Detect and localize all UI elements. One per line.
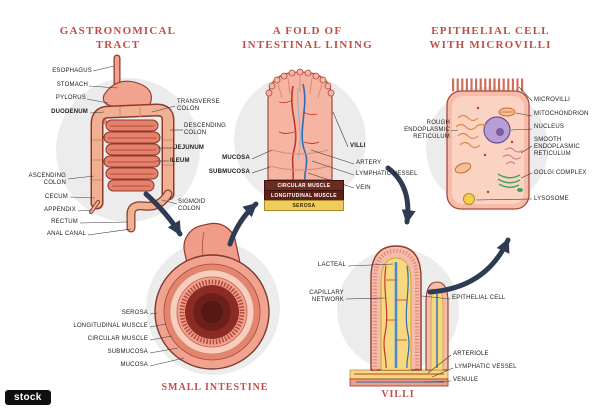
label-vein: VEIN bbox=[356, 185, 371, 191]
label-rough-er: ROUGH ENDOPLASMIC RETICULUM bbox=[404, 120, 450, 141]
label-lysosome: LYSOSOME bbox=[534, 196, 569, 202]
arrow-villi-to-cell bbox=[427, 237, 511, 295]
label-venule: VENULE bbox=[453, 377, 479, 383]
label-ascending-colon: ASCENDING COLON bbox=[28, 173, 66, 187]
epithelial-cell-illustration bbox=[446, 78, 530, 210]
intestine-leader-lines bbox=[149, 312, 185, 367]
fold-illustration bbox=[265, 68, 335, 181]
small-intestine-illustration bbox=[154, 222, 270, 370]
label-jejunum: JEJUNUM bbox=[174, 145, 205, 151]
label-anal-canal: ANAL CANAL bbox=[46, 231, 86, 237]
label-lymphatic-vessel-fold: LYMPHATIC VESSEL bbox=[356, 171, 418, 177]
label-epithelial-cell: EPITHELIAL CELL bbox=[452, 295, 506, 301]
label-mucosa-fold: MUCOSA bbox=[222, 155, 250, 161]
label-golgi-complex: GOLGI COMPLEX bbox=[534, 170, 587, 176]
fold-title-line2: INTESTINAL LINING bbox=[242, 39, 373, 52]
cell-leader-lines bbox=[450, 86, 533, 201]
label-rectum: RECTUM bbox=[51, 219, 78, 225]
flow-arrows bbox=[143, 165, 511, 295]
cell-title-line1: EPITHELIAL CELL bbox=[431, 25, 550, 37]
label-arteriole: ARTERIOLE bbox=[453, 351, 489, 357]
label-lymphatic-vessel-villi: LYMPHATIC VESSEL bbox=[455, 364, 517, 370]
label-esophagus: ESOPHAGUS bbox=[52, 68, 92, 74]
villi-illustration bbox=[349, 245, 449, 387]
label-pylorus: PYLORUS bbox=[55, 95, 86, 101]
label-serosa-intestine: SEROSA bbox=[121, 310, 148, 316]
label-submucosa-fold: SUBMUCOSA bbox=[208, 169, 250, 175]
cell-title: EPITHELIAL CELL WITH MICROVILLI bbox=[423, 24, 558, 53]
label-submucosa-intestine: SUBMUCOSA bbox=[107, 349, 148, 355]
label-longitudinal-muscle: LONGITUDINAL MUSCLE bbox=[73, 323, 148, 329]
tract-leader-lines bbox=[67, 65, 183, 236]
label-mitochondrion: MITOCHONDRION bbox=[534, 111, 589, 117]
label-smooth-er: SMOOTH ENDOPLASMIC RETICULUM bbox=[534, 137, 580, 158]
label-cecum: CECUM bbox=[45, 194, 68, 200]
gastro-tract-illustration bbox=[89, 54, 175, 233]
label-ileum: ILEUM bbox=[170, 158, 190, 164]
tract-title: GASTRONOMICAL TRACT bbox=[53, 24, 183, 53]
arrow-tract-to-intestine bbox=[143, 191, 183, 237]
label-microvilli: MICROVILLI bbox=[534, 97, 571, 103]
watermark-logo: stock bbox=[5, 390, 51, 405]
villi-title: VILLI bbox=[381, 389, 415, 400]
label-lacteal: LACTEAL bbox=[317, 262, 346, 268]
label-appendix: APPENDIX bbox=[44, 207, 76, 213]
arrow-intestine-to-fold bbox=[227, 201, 259, 247]
villi-leader-lines bbox=[345, 263, 454, 383]
intestine-title: SMALL INTESTINE bbox=[161, 382, 269, 393]
label-duodenum: DUODENUM bbox=[51, 109, 88, 115]
fold-title: A FOLD OF INTESTINAL LINING bbox=[235, 24, 380, 53]
label-artery: ARTERY bbox=[356, 160, 382, 166]
tract-title-line1: GASTRONOMICAL bbox=[59, 25, 177, 37]
label-descending-colon: DESCENDING COLON bbox=[184, 123, 227, 137]
fold-leader-lines bbox=[251, 111, 355, 189]
cell-title-line2: WITH MICROVILLI bbox=[429, 39, 552, 52]
label-villi-fold: VILLI bbox=[350, 143, 366, 149]
label-circular-muscle: CIRCULAR MUSCLE bbox=[87, 336, 148, 342]
label-capillary-network: CAPILLARY NETWORK bbox=[309, 290, 344, 304]
fold-title-line1: A FOLD OF bbox=[272, 25, 343, 37]
label-stomach: STOMACH bbox=[56, 82, 88, 88]
tract-title-line2: TRACT bbox=[95, 39, 141, 52]
label-transverse-colon: TRANSVERSE COLON bbox=[177, 99, 220, 113]
arrow-fold-to-villi bbox=[385, 165, 416, 225]
label-nucleus: NUCLEUS bbox=[534, 124, 565, 130]
label-sigmoid-colon: SIGMOID COLON bbox=[178, 199, 206, 213]
layer-bar-serosa: SEROSA bbox=[264, 200, 344, 211]
label-mucosa-intestine: MUCOSA bbox=[120, 362, 148, 368]
